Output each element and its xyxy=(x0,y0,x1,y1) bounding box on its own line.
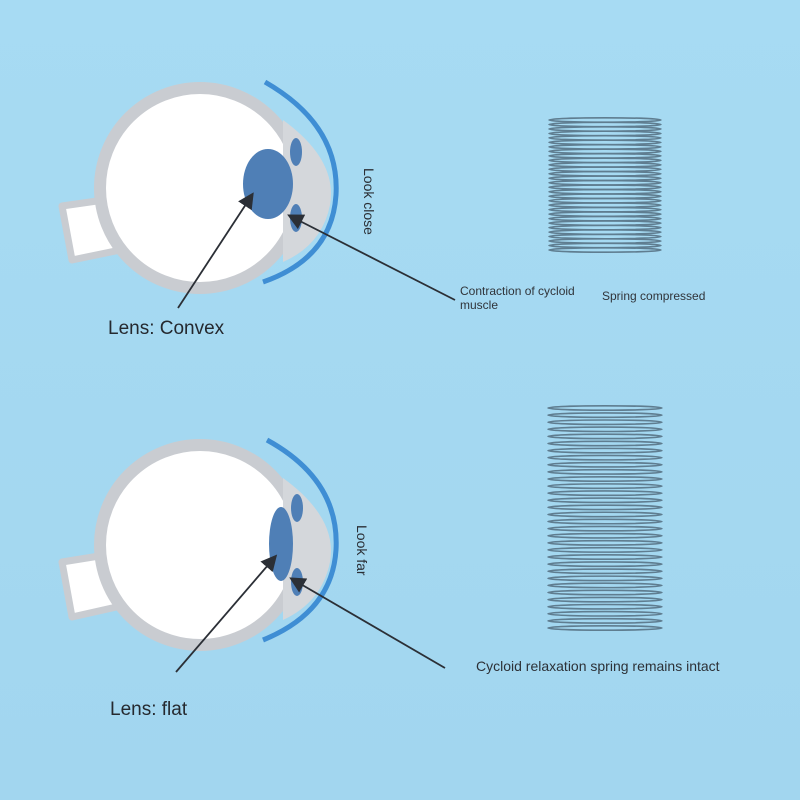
eye-top xyxy=(58,79,339,294)
spring-coil xyxy=(547,490,663,497)
ciliary-relaxation-label: Cycloid relaxation spring remains intact xyxy=(476,658,720,674)
ciliary-muscle-top-lower xyxy=(290,204,302,232)
arrow-lens-convex xyxy=(177,192,254,309)
spring-coil xyxy=(547,603,663,610)
arrow-lens-flat xyxy=(175,554,278,673)
eye-bottom xyxy=(58,437,339,651)
look-close-text: Look close xyxy=(361,168,377,235)
spring-coil xyxy=(547,412,663,419)
spring-coil xyxy=(547,497,663,504)
look-close-label: Look close xyxy=(361,168,377,235)
arrow-ciliary-contraction xyxy=(287,214,456,301)
spring-coil xyxy=(547,475,663,482)
spring-coil xyxy=(547,568,663,575)
spring-coil xyxy=(547,483,663,490)
spring-coil xyxy=(547,511,663,518)
spring-coil xyxy=(547,617,663,624)
spring-coil xyxy=(547,525,663,532)
spring-coil xyxy=(547,426,663,433)
spring-coil xyxy=(547,440,663,447)
spring-coil xyxy=(547,596,663,603)
spring-coil xyxy=(547,575,663,582)
spring-coil xyxy=(547,539,663,546)
cornea-line-bottom xyxy=(262,437,339,643)
spring-relaxed xyxy=(547,404,663,631)
lens-convex-label: Lens: Convex xyxy=(108,318,225,339)
lens-convex xyxy=(243,149,293,219)
spring-coil xyxy=(547,433,663,440)
spring-coil xyxy=(547,561,663,568)
spring-coil xyxy=(547,468,663,475)
spring-coil xyxy=(547,582,663,589)
spring-coil xyxy=(547,532,663,539)
spring-coil xyxy=(547,554,663,561)
cornea-line-top xyxy=(262,79,339,285)
spring-compressed xyxy=(548,117,662,254)
spring-coil xyxy=(547,447,663,454)
lens-flat-label: Lens: flat xyxy=(110,699,188,720)
spring-coil xyxy=(547,610,663,617)
arrow-ciliary-relaxation xyxy=(289,577,446,669)
spring-coil xyxy=(547,546,663,553)
spring-coil xyxy=(547,504,663,511)
ciliary-contraction-line1: Contraction of cycloid xyxy=(460,284,575,298)
ciliary-muscle-top-upper xyxy=(290,138,302,166)
spring-coil xyxy=(547,589,663,596)
ciliary-contraction-label: Contraction of cycloid muscle xyxy=(460,284,575,313)
spring-coil xyxy=(548,247,662,254)
spring-coil xyxy=(547,624,663,631)
spring-coil xyxy=(547,518,663,525)
look-far-label: Look far xyxy=(354,525,370,576)
lens-flat xyxy=(269,507,293,581)
ciliary-muscle-bottom-upper xyxy=(291,494,303,522)
spring-compressed-label: Spring compressed xyxy=(602,289,706,303)
spring-coil xyxy=(547,454,663,461)
ciliary-contraction-line2: muscle xyxy=(460,297,499,312)
spring-coil xyxy=(547,461,663,468)
spring-coil xyxy=(547,419,663,426)
spring-coil xyxy=(547,404,663,411)
